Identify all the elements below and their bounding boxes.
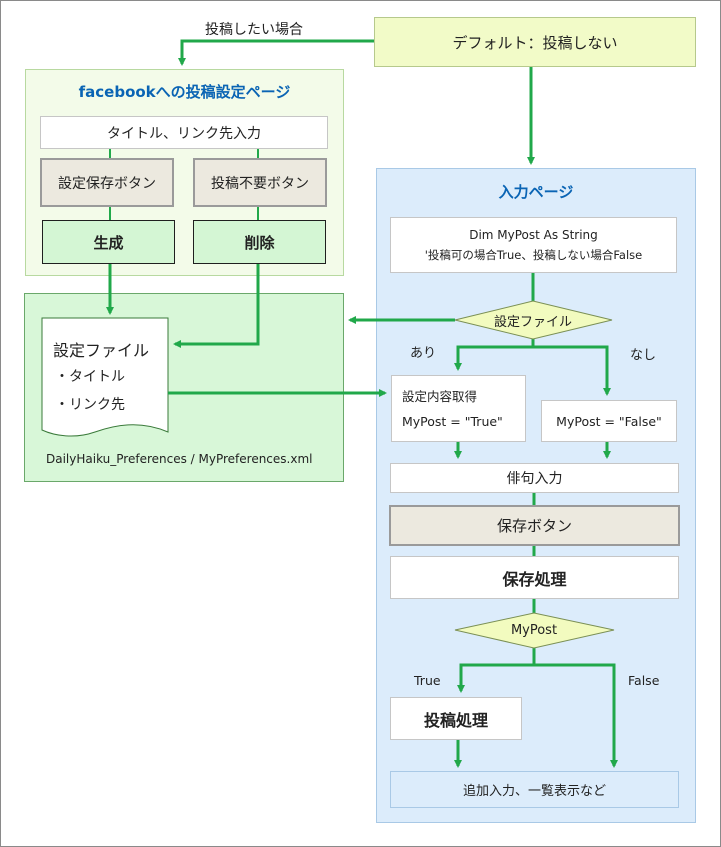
additional-box: 追加入力、一覧表示など xyxy=(390,771,679,808)
arrow-branch-no xyxy=(533,345,611,396)
decision-mypost-label: MyPost xyxy=(510,622,558,638)
decision-mypost xyxy=(454,612,615,649)
dim-declaration-box: Dim MyPost As String '投稿可の場合True、投稿しない場合… xyxy=(390,217,677,273)
save-process-box: 保存処理 xyxy=(390,556,679,599)
get-settings-line-2: MyPost = "True" xyxy=(402,414,503,429)
arrow-branch-true xyxy=(457,648,536,693)
decision-settings-file xyxy=(454,300,613,340)
branch-no-label: なし xyxy=(630,348,657,363)
settings-file-path: DailyHaiku_Preferences / MyPreferences.x… xyxy=(46,452,313,466)
input-panel-title: 入力ページ xyxy=(498,182,574,201)
dim-line-2: '投稿可の場合True、投稿しない場合False xyxy=(424,248,643,262)
branch-false-label: False xyxy=(628,673,660,688)
save-settings-button: 設定保存ボタン xyxy=(40,158,174,207)
mypost-false-box: MyPost = "False" xyxy=(541,400,677,442)
post-process-box: 投稿処理 xyxy=(390,697,522,740)
save-button: 保存ボタン xyxy=(389,505,680,546)
branch-true-label: True xyxy=(414,673,441,688)
arrow-branch-false xyxy=(534,663,618,768)
haiku-input-box: 俳句入力 xyxy=(390,463,679,493)
no-post-button: 投稿不要ボタン xyxy=(193,158,327,207)
default-box: デフォルト：投稿しない xyxy=(374,17,696,67)
create-box: 生成 xyxy=(42,220,175,264)
branch-yes-label: あり xyxy=(410,346,437,361)
arrow-default-to-facebook xyxy=(178,39,374,66)
settings-file-item-link: ・リンク先 xyxy=(55,397,125,413)
arrow-branch-yes xyxy=(454,339,535,371)
edge-label-post-case: 投稿したい場合 xyxy=(205,22,303,38)
get-settings-line-1: 設定内容取得 xyxy=(402,389,478,404)
settings-file-item-title: ・タイトル xyxy=(55,369,125,385)
title-link-input-row: タイトル、リンク先入力 xyxy=(40,116,328,149)
arrow-delete-to-file xyxy=(173,264,260,348)
get-settings-box: 設定内容取得 MyPost = "True" xyxy=(391,375,526,442)
decision-settings-file-label: 設定ファイル xyxy=(493,314,572,330)
dim-line-1: Dim MyPost As String xyxy=(469,228,598,242)
facebook-panel-title: facebookへの投稿設定ページ xyxy=(78,82,291,101)
settings-file-title: 設定ファイル xyxy=(53,341,150,360)
settings-file-document xyxy=(41,317,169,437)
delete-box: 削除 xyxy=(193,220,326,264)
